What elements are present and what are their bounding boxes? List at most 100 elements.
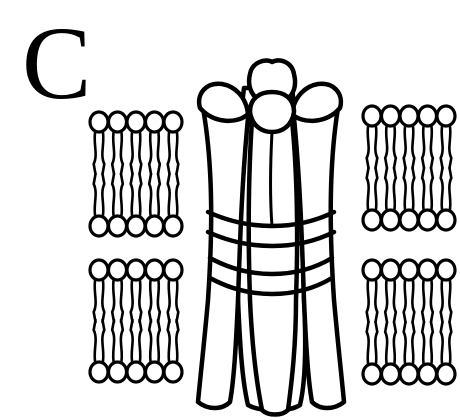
lipid-tail [131, 174, 133, 218]
lipid-tail [149, 278, 151, 322]
lipid-head [363, 210, 381, 230]
phospholipid-left-upper-inner-4 [164, 174, 182, 236]
lipid-tail [168, 278, 170, 322]
lipid-tail [102, 174, 104, 218]
lipid-head [127, 216, 145, 236]
phospholipid-right-lower-outer-4 [437, 260, 455, 322]
lipid-head [363, 260, 381, 280]
lipid-tail [158, 320, 160, 364]
phospholipid-right-lower-inner-0 [363, 322, 381, 384]
lipid-tail [394, 322, 396, 366]
phospholipid-left-lower-outer-1 [109, 260, 127, 322]
lipid-tail [449, 168, 451, 212]
lipid-tail [112, 320, 114, 364]
lipid-head [382, 106, 400, 126]
lipid-tail [375, 278, 377, 322]
lipid-tail [149, 130, 151, 174]
lipid-tail [412, 124, 414, 168]
lipid-head [400, 106, 418, 126]
lipid-tail [168, 174, 170, 218]
phospholipid-left-lower-inner-3 [146, 320, 164, 382]
lipid-bilayer-left [90, 112, 182, 382]
lipid-tail [112, 278, 114, 322]
phospholipid-left-upper-outer-1 [109, 112, 127, 174]
lipid-head [146, 362, 164, 382]
phospholipid-left-upper-outer-2 [127, 112, 145, 174]
lipid-tail [431, 168, 433, 212]
lipid-head [146, 112, 164, 132]
lipid-bilayer-right [363, 106, 455, 384]
lipid-tail [404, 168, 406, 212]
lipid-tail [94, 174, 96, 218]
lipid-tail [121, 174, 123, 218]
lipid-tail [158, 130, 160, 174]
phospholipid-right-lower-outer-2 [400, 260, 418, 322]
phospholipid-right-lower-inner-2 [400, 322, 418, 384]
lipid-tail [139, 130, 141, 174]
lipid-head [164, 362, 182, 382]
lipid-head [109, 216, 127, 236]
channel-pore-line [271, 132, 273, 226]
lipid-tail [102, 320, 104, 364]
phospholipid-right-upper-inner-1 [382, 168, 400, 230]
lipid-tail [441, 278, 443, 322]
phospholipid-right-lower-outer-3 [419, 260, 437, 322]
lipid-tail [158, 174, 160, 218]
phospholipid-left-lower-inner-0 [90, 320, 108, 382]
lipid-head [363, 106, 381, 126]
phospholipid-right-lower-outer-1 [382, 260, 400, 322]
phospholipid-right-lower-inner-1 [382, 322, 400, 384]
phospholipid-right-lower-inner-3 [419, 322, 437, 384]
channel-top-lobe-front [250, 92, 294, 132]
lipid-head [382, 364, 400, 384]
phospholipid-left-lower-outer-2 [127, 260, 145, 322]
phospholipid-right-upper-outer-3 [419, 106, 437, 168]
lipid-tail [404, 322, 406, 366]
lipid-head [146, 260, 164, 280]
lipid-tail [431, 322, 433, 366]
phospholipid-left-upper-inner-0 [90, 174, 108, 236]
lipid-tail [422, 322, 424, 366]
lipid-tail [412, 168, 414, 212]
phospholipid-right-upper-outer-1 [382, 106, 400, 168]
phospholipid-right-upper-outer-4 [437, 106, 455, 168]
lipid-tail [394, 124, 396, 168]
lipid-head [400, 364, 418, 384]
lipid-tail [385, 124, 387, 168]
lipid-head [437, 106, 455, 126]
lipid-tail [139, 278, 141, 322]
lipid-head [382, 210, 400, 230]
lipid-tail [94, 130, 96, 174]
lipid-tail [422, 124, 424, 168]
lipid-head [90, 362, 108, 382]
lipid-tail [375, 322, 377, 366]
phospholipid-left-lower-outer-3 [146, 260, 164, 322]
lipid-tail [112, 130, 114, 174]
lipid-tail [375, 124, 377, 168]
lipid-head [90, 260, 108, 280]
lipid-head [90, 216, 108, 236]
channel-top-lobe-left [199, 84, 248, 121]
lipid-tail [149, 320, 151, 364]
phospholipid-right-lower-inner-4 [437, 322, 455, 384]
lipid-head [419, 364, 437, 384]
lipid-tail [168, 130, 170, 174]
phospholipid-left-lower-outer-4 [164, 260, 182, 322]
lipid-tail [449, 124, 451, 168]
lipid-tail [158, 278, 160, 322]
phospholipid-right-upper-inner-2 [400, 168, 418, 230]
lipid-tail [412, 322, 414, 366]
lipid-tail [404, 124, 406, 168]
lipid-tail [412, 278, 414, 322]
lipid-head [400, 260, 418, 280]
lipid-tail [422, 168, 424, 212]
lipid-tail [385, 322, 387, 366]
lipid-tail [102, 278, 104, 322]
phospholipid-right-upper-inner-4 [437, 168, 455, 230]
lipid-tail [121, 278, 123, 322]
lipid-head [127, 112, 145, 132]
lipid-tail [139, 174, 141, 218]
lipid-tail [121, 130, 123, 174]
phospholipid-left-upper-inner-1 [109, 174, 127, 236]
